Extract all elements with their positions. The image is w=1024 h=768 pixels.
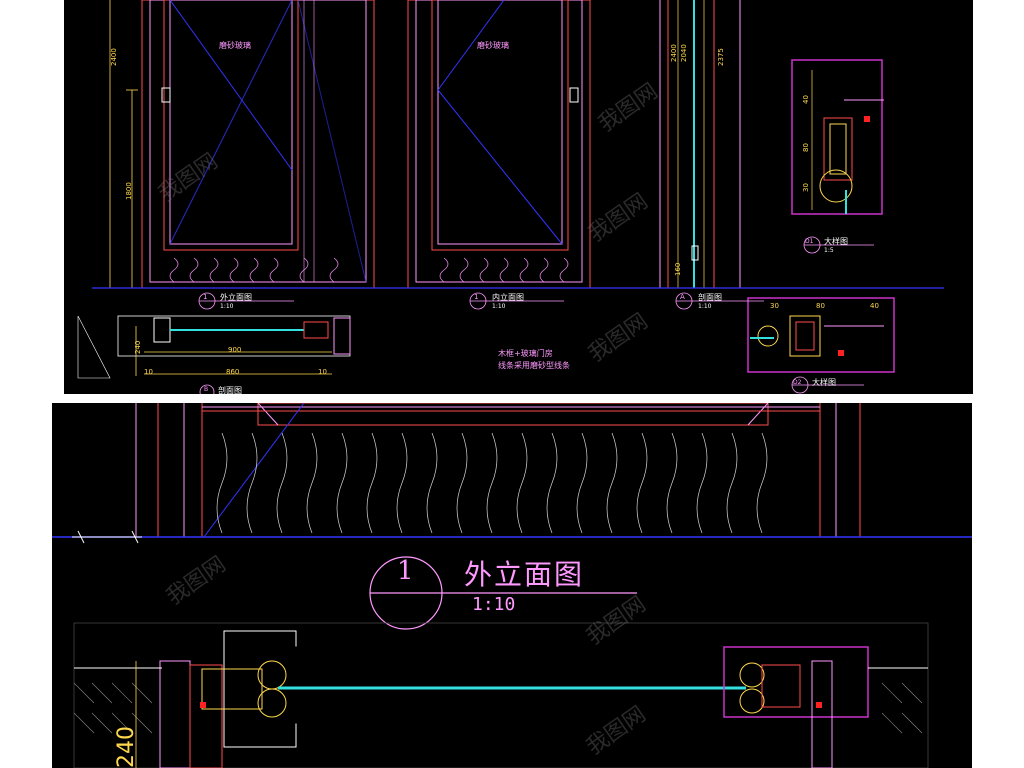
detail-d1-number: D1 — [805, 238, 814, 245]
dim-right-2400: 2400 — [670, 44, 678, 62]
section-b-title: 剖面图 — [218, 386, 242, 394]
top-drawing-canvas — [77, 0, 944, 394]
glass-label-left: 磨砂玻璃 — [219, 41, 251, 50]
dim-left-1800: 1800 — [125, 182, 133, 200]
plan-detail-bottom — [73, 622, 929, 768]
note-line-1: 木框+玻璃门房 — [498, 349, 553, 358]
dim-plan-240: 240 — [134, 340, 142, 354]
dim-plan-10: 10 — [144, 368, 153, 376]
inner-door-elevation — [407, 0, 591, 289]
section-a-number: A — [680, 293, 685, 301]
dim-d2-30: 30 — [770, 302, 779, 310]
detail-d1-title: 大样图 — [824, 237, 848, 246]
drawing-sheet-top: 磨砂玻璃 磨砂玻璃 2400 1800 2400 2040 2375 160 4… — [64, 0, 973, 394]
outer-elev-scale: 1:10 — [220, 303, 234, 310]
plan-view-drawing — [77, 315, 351, 379]
section-a-scale: 1:10 — [698, 303, 712, 310]
bottom-drawing-canvas — [52, 403, 972, 768]
dim-d1-30: 30 — [802, 183, 810, 192]
inner-elev-number: 1 — [474, 293, 479, 301]
section-b-number: B — [204, 386, 209, 393]
section-a-drawing — [659, 0, 741, 288]
zoomed-door-bottom — [52, 403, 972, 544]
outer-elev-title: 外立面图 — [220, 293, 252, 302]
detail-d2-drawing — [747, 297, 895, 373]
elevation-scale: 1:10 — [472, 594, 516, 615]
dim-right-2375: 2375 — [717, 48, 725, 66]
elevation-number: 1 — [397, 556, 414, 586]
glass-label-right: 磨砂玻璃 — [477, 41, 509, 50]
detail-d2-number: D2 — [793, 379, 802, 386]
dim-left-2400: 2400 — [110, 48, 118, 66]
dim-plan-900: 900 — [228, 346, 242, 354]
drawing-sheet-bottom: 1 外立面图 1:10 240 我图网 我图网 我图网 — [52, 403, 972, 768]
elevation-title: 外立面图 — [464, 558, 585, 591]
dim-plan-10b: 10 — [318, 368, 327, 376]
title-circles — [198, 236, 874, 394]
dim-plan-860: 860 — [226, 368, 240, 376]
outer-elev-number: 1 — [203, 293, 208, 301]
detail-d1-drawing — [791, 59, 884, 215]
dim-d2-80: 80 — [816, 302, 825, 310]
inner-elev-scale: 1:10 — [492, 303, 506, 310]
outer-door-elevation — [141, 0, 375, 289]
dim-d2-40: 40 — [870, 302, 879, 310]
dim-d1-40: 40 — [802, 95, 810, 104]
note-line-2: 线条采用磨砂型线条 — [498, 361, 570, 370]
left-dimension-lines — [104, 0, 138, 289]
dim-d1-80: 80 — [802, 143, 810, 152]
detail-d2-title: 大样图 — [812, 378, 836, 387]
wood-grain-bottom — [216, 432, 768, 534]
dim-bottom-240: 240 — [114, 726, 139, 768]
detail-d1-scale: 1:5 — [824, 247, 834, 254]
section-a-title: 剖面图 — [698, 293, 722, 302]
dim-right-160: 160 — [674, 262, 682, 276]
dim-right-2040: 2040 — [680, 44, 688, 62]
elevation-title-symbol — [369, 556, 637, 630]
inner-elev-title: 内立面图 — [492, 293, 524, 302]
